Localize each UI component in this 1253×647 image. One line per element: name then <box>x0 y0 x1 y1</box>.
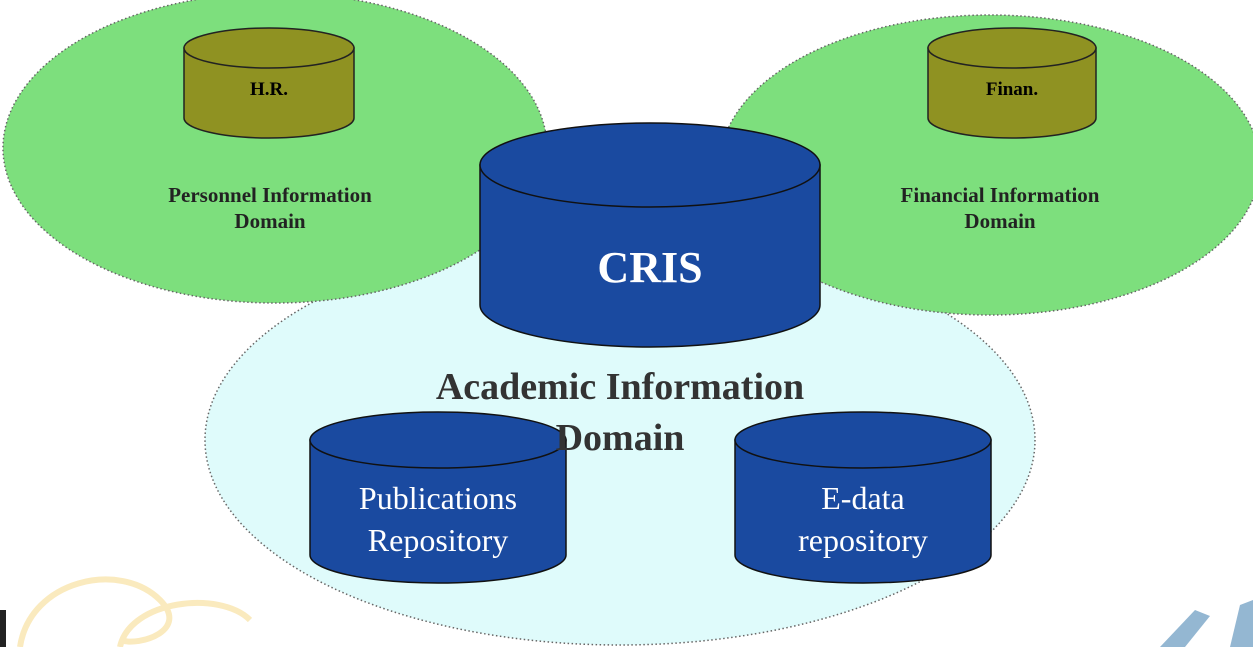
edata-repository-cylinder <box>734 411 992 584</box>
publications-repository-label: Publications Repository <box>310 478 566 561</box>
left-edge-mark <box>0 610 6 647</box>
edata-repository-label-line2: repository <box>798 521 928 558</box>
corner-swoosh <box>1160 600 1253 647</box>
personnel-domain-label-line1: Personnel Information <box>168 183 372 207</box>
cris-database-label: CRIS <box>597 243 703 292</box>
cris-database-cylinder <box>479 122 821 348</box>
financial-domain-label-line1: Financial Information <box>900 183 1100 207</box>
publications-repository-label-line1: Publications <box>358 480 518 516</box>
background-ornament <box>17 576 253 647</box>
edata-repository-label-line1: E-data <box>821 480 905 516</box>
personnel-domain-label-line2: Domain <box>234 209 306 234</box>
academic-domain-label: Academic Information Domain <box>350 362 890 465</box>
finance-database-cylinder <box>927 27 1097 139</box>
publications-repository-cylinder <box>309 411 567 584</box>
financial-domain-label: Financial Information Domain <box>830 182 1170 235</box>
personnel-domain-label: Personnel Information Domain <box>100 182 440 235</box>
hr-database-cylinder <box>183 27 355 139</box>
edata-repository-label: E-data repository <box>735 478 991 561</box>
hr-database-label: H.R. <box>250 79 288 100</box>
publications-repository-label-line2: Repository <box>367 521 509 558</box>
academic-domain-label-line2: Domain <box>555 417 685 460</box>
academic-domain-label-line1: Academic Information <box>435 366 805 408</box>
finance-database-label: Finan. <box>985 79 1039 100</box>
financial-domain-label-line2: Domain <box>964 209 1036 234</box>
